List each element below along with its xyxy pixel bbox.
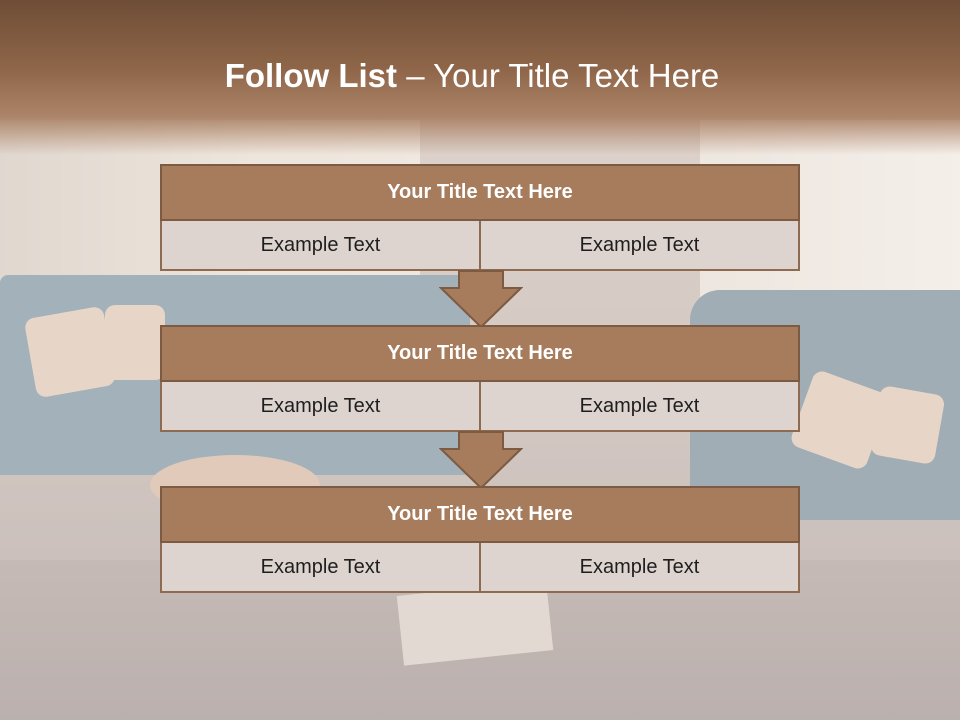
- down-arrow-icon: [439, 431, 523, 489]
- block-cell-left: Example Text: [160, 543, 481, 593]
- block-title: Your Title Text Here: [160, 486, 800, 543]
- block-cell-right: Example Text: [481, 221, 800, 271]
- list-block-2: Your Title Text Here Example Text Exampl…: [160, 325, 800, 432]
- block-cell-right: Example Text: [481, 382, 800, 432]
- block-cell-right: Example Text: [481, 543, 800, 593]
- block-row: Example Text Example Text: [160, 221, 800, 271]
- block-row: Example Text Example Text: [160, 543, 800, 593]
- slide-title: Follow List – Your Title Text Here: [0, 52, 944, 100]
- down-arrow-icon: [439, 270, 523, 328]
- slide-title-bold: Follow List: [224, 57, 398, 94]
- block-cell-left: Example Text: [160, 382, 481, 432]
- list-block-1: Your Title Text Here Example Text Exampl…: [160, 164, 800, 271]
- block-title: Your Title Text Here: [160, 325, 800, 382]
- title-band: [0, 0, 960, 155]
- slide-title-rest: – Your Title Text Here: [397, 57, 720, 94]
- background-cushion: [105, 305, 165, 380]
- list-block-3: Your Title Text Here Example Text Exampl…: [160, 486, 800, 593]
- block-title: Your Title Text Here: [160, 164, 800, 221]
- block-cell-left: Example Text: [160, 221, 481, 271]
- block-row: Example Text Example Text: [160, 382, 800, 432]
